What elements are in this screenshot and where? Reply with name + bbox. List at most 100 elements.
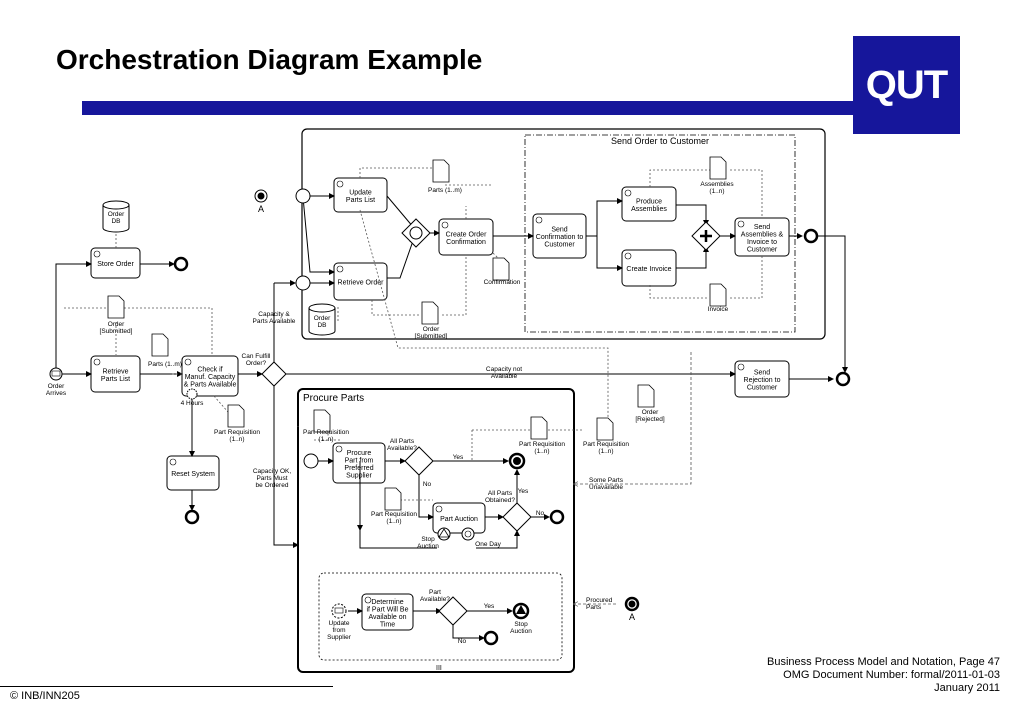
all-parts-obtained-gateway xyxy=(502,502,532,532)
data-object-label: Order[Rejected] xyxy=(635,409,664,423)
data-object-order-submitted-left: Order[Submitted] xyxy=(100,295,133,335)
task-label: Retrieve Order xyxy=(338,280,385,287)
task-type-icon xyxy=(435,505,443,513)
send-order-subprocess xyxy=(524,134,796,333)
task-label: Reset System xyxy=(171,471,215,478)
citation-line-3: January 2011 xyxy=(934,682,1000,694)
sequence-flows xyxy=(55,193,848,641)
can-fulfill-gateway xyxy=(261,361,287,387)
event-label-four-hours: 4 Hours xyxy=(181,400,205,407)
part-unavailable-end-event xyxy=(483,630,499,646)
task-reset-system: Reset System xyxy=(166,455,220,491)
task-label: Create Invoice xyxy=(626,266,671,273)
flow-label-no3: No xyxy=(458,638,467,645)
process-end-event xyxy=(835,371,851,387)
task-type-icon xyxy=(737,363,745,371)
procure-parts-title: Procure Parts xyxy=(303,393,364,404)
data-object-part-req-a: Part Requisition(1..n) xyxy=(214,404,260,443)
data-stores xyxy=(102,200,336,336)
data-object-invoice: Invoice xyxy=(708,283,729,313)
data-object-label: Part Requisition(1..n) xyxy=(214,429,260,443)
task-type-icon xyxy=(441,221,449,229)
subprocess-start-event-bottom xyxy=(295,275,311,291)
gateways xyxy=(261,218,721,626)
reset-end-event xyxy=(184,509,200,525)
event-based-gateway-marker xyxy=(409,226,423,240)
citation-line-2: OMG Document Number: formal/2011-01-03 xyxy=(783,669,1000,681)
citation-line-1: Business Process Model and Notation, Pag… xyxy=(767,656,1000,668)
one-day-timer-event xyxy=(461,527,475,541)
update-supplier-start-event xyxy=(331,603,347,619)
store-order-end-event xyxy=(173,256,189,272)
event-label-one-day: One Day xyxy=(475,541,501,548)
task-label: Store Order xyxy=(97,261,134,268)
data-object-label: Parts (1..m) xyxy=(148,361,182,368)
multi-instance-marker: III xyxy=(436,665,442,672)
task-create-invoice: Create Invoice xyxy=(621,249,677,287)
data-object-assemblies: Assemblies(1..n) xyxy=(700,156,734,195)
data-object-parts-left: Parts (1..m) xyxy=(148,333,182,368)
envelope-icon xyxy=(51,370,61,377)
data-object-part-req-b: Part Requisition(1..n) xyxy=(303,409,349,443)
timer-boundary-event xyxy=(186,388,198,400)
data-object-parts-top: Parts (1..m) xyxy=(428,159,462,194)
slide-title: Orchestration Diagram Example xyxy=(56,44,483,75)
task-retrieve-order: Retrieve Order xyxy=(333,262,388,301)
events xyxy=(49,188,851,646)
order-db-mid-lid xyxy=(308,303,336,313)
subprocess-start-event-top xyxy=(295,188,311,204)
title-underline-bar xyxy=(82,101,853,115)
send-order-end-event xyxy=(803,228,819,244)
qut-logo: QUT xyxy=(853,36,960,134)
task-type-icon xyxy=(169,458,177,466)
send-order-title: Send Order to Customer xyxy=(611,136,709,146)
data-object-label: Order[Submitted] xyxy=(100,321,133,335)
task-type-icon xyxy=(624,189,632,197)
data-object-part-req-e: Part Requisition(1..n) xyxy=(371,487,417,525)
association-flows xyxy=(64,167,763,604)
task-label: Part Auction xyxy=(440,516,478,523)
data-object-part-req-c: Part Requisition(1..n) xyxy=(519,416,565,455)
task-type-icon xyxy=(624,252,632,260)
link-a-top-label: A xyxy=(258,204,264,214)
data-object-label: Part Requisition(1..n) xyxy=(371,511,417,525)
data-object-label: Invoice xyxy=(708,306,729,313)
flow-label-yes1: Yes xyxy=(453,454,464,461)
signal-icon xyxy=(438,528,450,538)
procure-parts-subprocess xyxy=(297,388,575,673)
citation: Business Process Model and Notation, Pag… xyxy=(767,656,1000,695)
data-object-label: Parts (1..m) xyxy=(428,187,462,194)
data-object-order-submitted-mid: Order[Submitted] xyxy=(415,301,448,340)
order-db-mid-cylinder xyxy=(308,308,336,336)
task-type-icon xyxy=(93,358,101,366)
task-type-icon xyxy=(737,220,745,228)
task-type-icon xyxy=(535,216,543,224)
task-type-icon xyxy=(336,180,344,188)
task-type-icon xyxy=(335,445,343,453)
data-object-label: Confirmation xyxy=(484,279,521,286)
task-type-icon xyxy=(364,596,372,604)
